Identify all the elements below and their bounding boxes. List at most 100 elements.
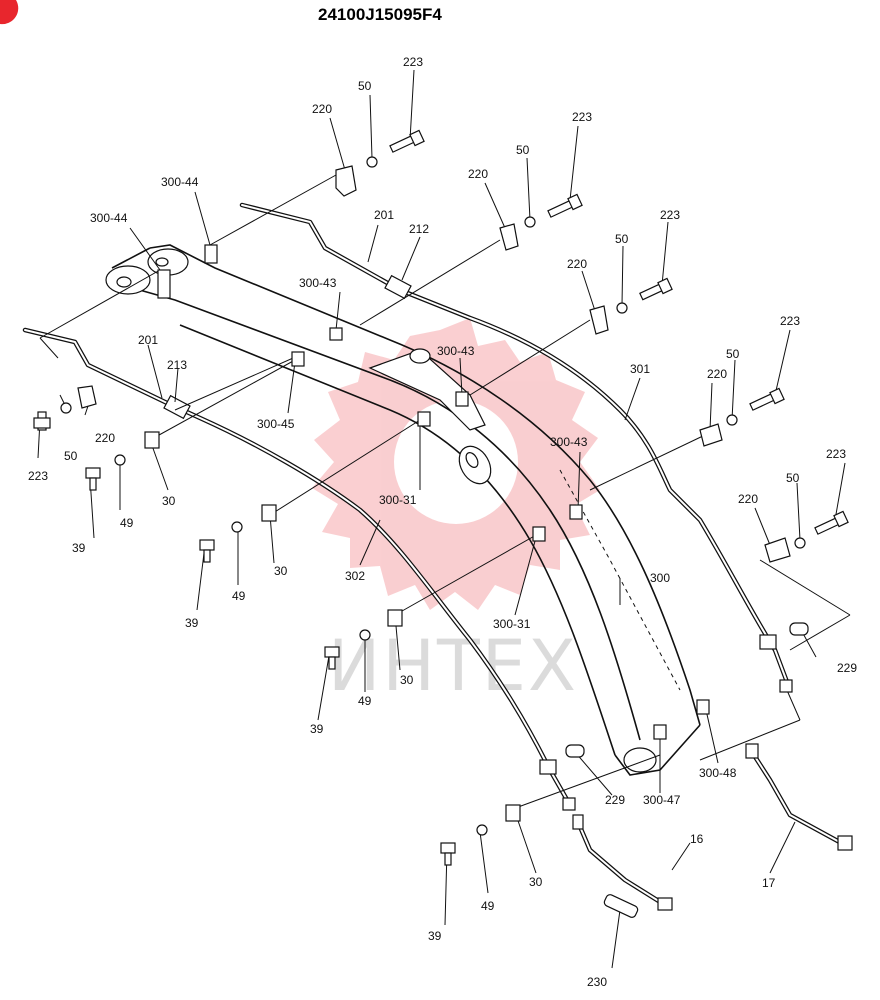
callout-50: 50: [64, 449, 78, 463]
callout-223: 223: [780, 314, 800, 328]
callout-223: 223: [403, 55, 423, 69]
nut-49-a: [114, 454, 126, 466]
callout-labels: 223 50 220 223 50 220 300-44 201 212 223…: [28, 55, 857, 989]
coupling-212: [384, 274, 412, 300]
washer-50-c: [616, 302, 628, 314]
watermark-text: ИНТЕХ: [328, 625, 578, 707]
bolt-223-f: [33, 411, 51, 431]
callout-30: 30: [400, 673, 414, 687]
cylinder-bracket-hole: [409, 348, 431, 364]
callout-220: 220: [707, 367, 727, 381]
callout-17: 17: [762, 876, 776, 890]
callout-201: 201: [374, 208, 394, 222]
washer-50-f: [60, 402, 72, 414]
callout-223: 223: [572, 110, 592, 124]
corner-badge: [0, 0, 19, 25]
callout-49: 49: [358, 694, 372, 708]
bolt-39-d: [440, 842, 456, 866]
pipe-end-clamp-b: [539, 759, 557, 775]
callout-220: 220: [738, 492, 758, 506]
diagram-part-number: 24100J15095F4: [318, 5, 442, 24]
pipe-201-upper-core: [241, 204, 791, 691]
bracket-300-44-a: [204, 244, 218, 264]
bracket-300-48: [696, 699, 710, 715]
callout-220: 220: [567, 257, 587, 271]
boom-lower-edge: [179, 324, 616, 756]
clamp-30-c: [387, 609, 403, 627]
callout-201: 201: [138, 333, 158, 347]
callout-300-45: 300-45: [257, 417, 295, 431]
callout-220: 220: [468, 167, 488, 181]
callout-229: 229: [837, 661, 857, 675]
fitting-229-a: [789, 622, 809, 636]
callout-49: 49: [232, 589, 246, 603]
coupling-213: [163, 394, 191, 420]
callout-300-48: 300-48: [699, 766, 737, 780]
bolt-39-a: [85, 467, 101, 491]
callout-50: 50: [358, 79, 372, 93]
callout-220: 220: [95, 431, 115, 445]
clamp-220-f: [77, 385, 97, 409]
pipe-end-clamp-a: [759, 634, 777, 650]
callout-302: 302: [345, 569, 365, 583]
callout-300-31: 300-31: [493, 617, 531, 631]
callout-30: 30: [529, 875, 543, 889]
callout-50: 50: [615, 232, 629, 246]
callout-39: 39: [310, 722, 324, 736]
callout-229: 229: [605, 793, 625, 807]
hose-17-core: [751, 751, 846, 846]
callout-30: 30: [274, 564, 288, 578]
clamp-220-d: [699, 423, 723, 447]
bracket-300-31-a: [417, 411, 431, 427]
callout-220: 220: [312, 102, 332, 116]
bolt-39-b: [199, 539, 215, 563]
callout-49: 49: [481, 899, 495, 913]
boom-foot-pin-left: [116, 276, 132, 288]
bolt-223-d: [749, 387, 785, 411]
callout-50: 50: [516, 143, 530, 157]
clamp-220-c: [589, 305, 609, 335]
clamp-220-e: [764, 537, 791, 563]
washer-50-a: [366, 156, 378, 168]
clamp-30-d: [505, 804, 521, 822]
hose-16-core: [577, 821, 666, 906]
bracket-300-43-c: [569, 504, 583, 520]
boom-side-hole-inner: [465, 452, 479, 468]
callout-300-31: 300-31: [379, 493, 417, 507]
clamp-30-a: [144, 431, 160, 449]
callout-223: 223: [660, 208, 680, 222]
callout-50: 50: [786, 471, 800, 485]
hose-16-end-a: [572, 814, 584, 830]
washer-50-b: [524, 216, 536, 228]
callout-39: 39: [428, 929, 442, 943]
callout-212: 212: [409, 222, 429, 236]
watermark-gear-hole: [394, 400, 518, 524]
callout-16: 16: [690, 832, 704, 846]
hose-17-end-a: [745, 743, 759, 759]
callout-300-47: 300-47: [643, 793, 681, 807]
clamp-220-a: [335, 165, 357, 197]
bolt-223-e: [814, 510, 849, 535]
washer-50-d: [726, 414, 738, 426]
callout-301: 301: [630, 362, 650, 376]
boom-tip: [614, 724, 701, 776]
bolt-223-c: [639, 277, 673, 301]
callout-223: 223: [28, 469, 48, 483]
bracket-300-47: [653, 724, 667, 740]
bolt-39-c: [324, 646, 340, 670]
hardware: [33, 129, 853, 918]
boom-upper-edge: [111, 247, 641, 741]
nut-49-d: [476, 824, 488, 836]
pipe-end-nut-a: [779, 679, 793, 693]
bracket-300-43-a: [329, 327, 343, 341]
boom-hidden-line: [559, 469, 681, 691]
hose-17-end-b: [837, 835, 853, 851]
bracket-300-44-b: [157, 269, 171, 299]
guide-lines: [39, 169, 851, 811]
boom-assembly: [105, 244, 701, 776]
callout-49: 49: [120, 516, 134, 530]
bolt-223-b: [547, 193, 583, 218]
hose-17: [749, 749, 848, 848]
boom-tip-boss: [623, 747, 657, 773]
